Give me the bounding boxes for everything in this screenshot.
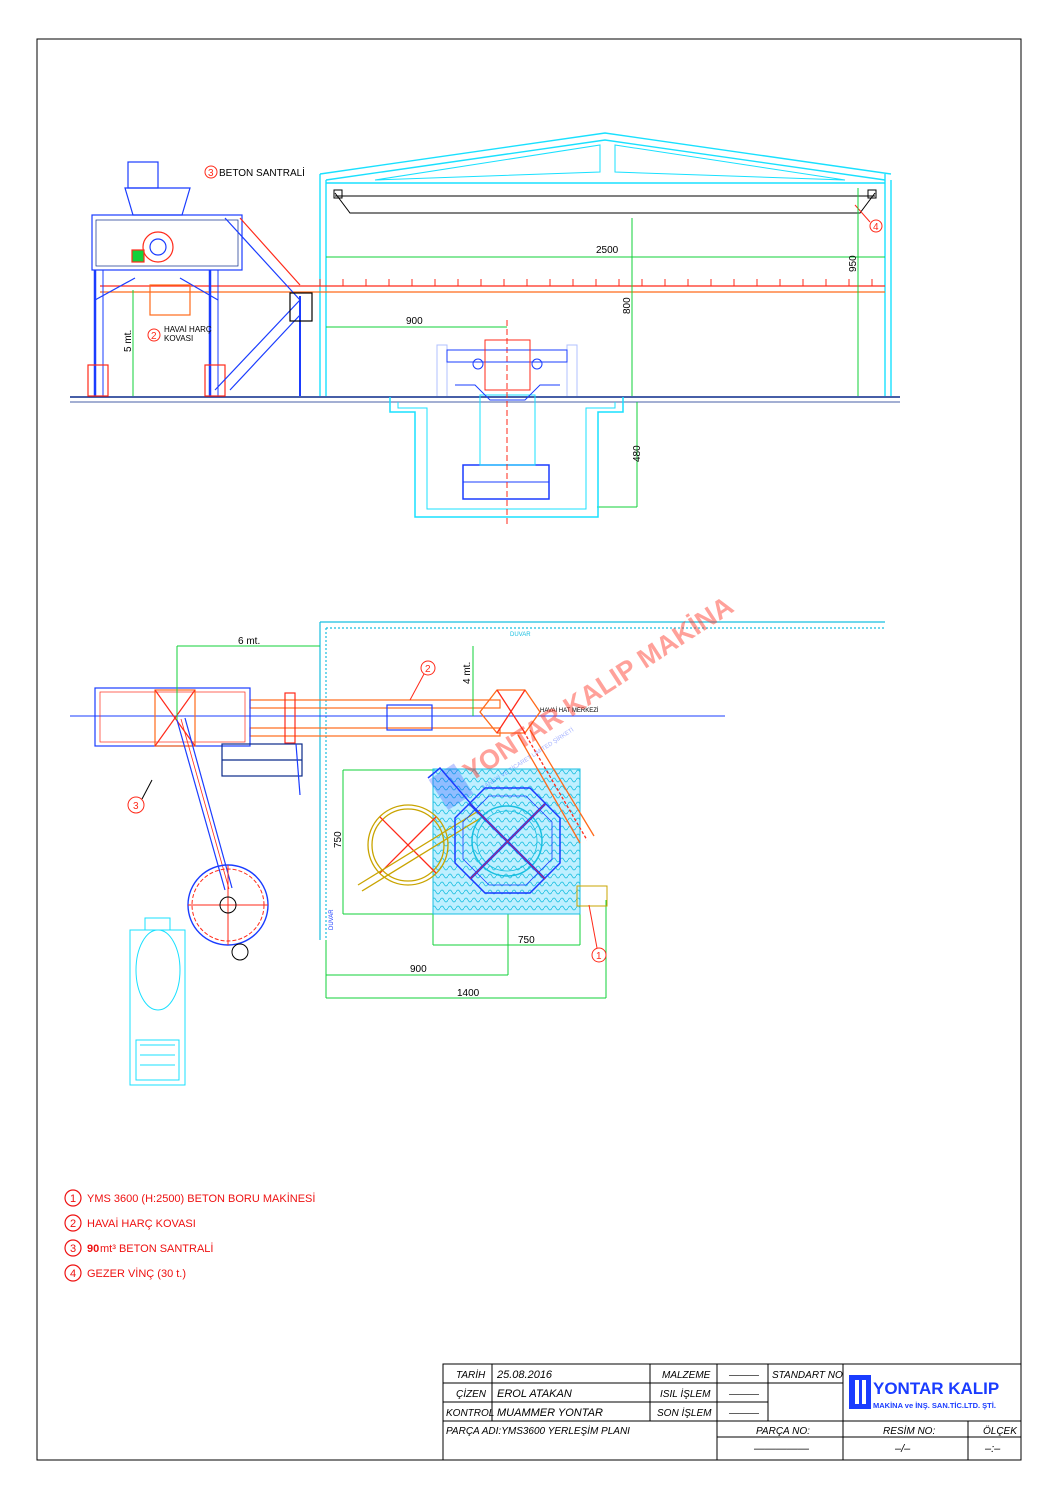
legend-item-3: 3 90 mt³ BETON SANTRALİ (64, 1239, 213, 1257)
legend-4-text: GEZER VİNÇ (30 t.) (87, 1267, 186, 1280)
plan-callout-2-circle (420, 660, 436, 676)
resim-no-value: –/– (894, 1443, 911, 1455)
son-islem-value: ——— (728, 1408, 760, 1419)
tarih-value: 25.08.2016 (496, 1369, 553, 1381)
plan-callout-3-number: 3 (133, 801, 139, 812)
plan-view: DUVAR DUVAR HAVAİ HAT MERKEZİ 3 (70, 590, 885, 1086)
legend-1-number: 1 (70, 1193, 76, 1205)
watermark: YONTAR KALIP MAKİNA SANAYİ VE TİCARET LI… (428, 590, 739, 811)
malzeme-value: ——— (728, 1370, 760, 1381)
parca-no-value: ————— (753, 1443, 810, 1455)
olcek-value: –:– (984, 1443, 1001, 1455)
legend-4-number: 4 (70, 1268, 76, 1280)
plan-callout-1-number: 1 (596, 951, 602, 962)
callout-2-circle (147, 328, 161, 342)
duvar-side-label: DUVAR (329, 909, 335, 930)
pipe-machine-plan (427, 766, 608, 907)
truck-mixer (129, 917, 186, 1086)
dim-950: 950 (848, 255, 859, 272)
havai-hat-label: HAVAİ HAT MERKEZİ (540, 707, 599, 714)
elevation-view: 5 mt. 3 BETON SANTRALİ 2 HAVAİ HARÇ KOVA… (70, 132, 900, 525)
tarih-label: TARİH (456, 1369, 486, 1381)
legend-item-4: 4 GEZER VİNÇ (30 t.) (64, 1264, 186, 1282)
dim-6mt: 6 mt. (238, 636, 260, 647)
watermark-logo-icon (428, 763, 474, 811)
callout-3-circle (204, 165, 218, 179)
elevation-dimensions (326, 188, 885, 508)
kontrol-value: MUAMMER YONTAR (497, 1407, 603, 1419)
plan-dimensions (176, 645, 607, 999)
havai-harc-label-1: HAVAİ HARÇ (164, 325, 212, 334)
plan-callout-2-number: 2 (425, 664, 431, 675)
callout-3-number: 3 (208, 168, 214, 179)
dim-2500: 2500 (596, 245, 619, 256)
parca-adi: PARÇA ADI:YMS3600 YERLEŞİM PLANI (446, 1425, 630, 1437)
overhead-rail-plan (249, 692, 501, 744)
dim-4mt: 4 mt. (462, 662, 473, 684)
duvar-top-label: DUVAR (510, 632, 531, 638)
callout-4-number: 4 (873, 222, 879, 233)
parca-no-label: PARÇA NO: (756, 1426, 810, 1437)
kontrol-label: KONTROL (446, 1408, 494, 1419)
legend-item-1: 1 YMS 3600 (H:2500) BETON BORU MAKİNESİ (64, 1189, 315, 1207)
yk-logo-icon (849, 1375, 871, 1409)
overhead-bucket-plan (479, 689, 595, 844)
logo-subtitle: MAKİNA ve İNŞ. SAN.TİC.LTD. ŞTİ. (873, 1401, 996, 1410)
dim-5mt: 5 mt. (123, 330, 134, 352)
olcek-label: ÖLÇEK (983, 1425, 1018, 1437)
son-islem-label: SON İŞLEM (657, 1407, 712, 1419)
hall-structure (319, 132, 892, 396)
dim-900-elev: 900 (406, 316, 423, 327)
dim-800: 800 (622, 297, 633, 314)
machine-pit (389, 320, 624, 525)
standart-no-label: STANDART NO (772, 1370, 843, 1381)
title-block (442, 1363, 1022, 1461)
legend-item-2: 2 HAVAİ HARÇ KOVASI (64, 1214, 196, 1232)
resim-no-label: RESİM NO: (883, 1425, 935, 1437)
callout-4-circle (869, 219, 883, 233)
isil-islem-value: ——— (728, 1389, 760, 1400)
batching-plant-plan (94, 687, 303, 796)
cizen-value: EROL ATAKAN (497, 1388, 572, 1400)
cizen-label: ÇİZEN (456, 1388, 487, 1400)
legend-3-number: 3 (70, 1243, 76, 1255)
plan-callout-1-circle (591, 947, 607, 963)
beton-santrali-label: BETON SANTRALİ (219, 166, 305, 179)
gantry-crane (333, 189, 877, 214)
legend-2-number: 2 (70, 1218, 76, 1230)
dim-900-plan: 900 (410, 964, 427, 975)
company-logo: YONTAR KALIP MAKİNA ve İNŞ. SAN.TİC.LTD.… (849, 1375, 999, 1410)
rotating-ring (357, 804, 485, 892)
plan-callout-3-circle (127, 796, 145, 814)
isil-islem-label: ISIL İŞLEM (660, 1388, 711, 1400)
legend-2-text: HAVAİ HARÇ KOVASI (87, 1217, 196, 1230)
legend-1-text: YMS 3600 (H:2500) BETON BORU MAKİNESİ (87, 1192, 315, 1205)
mixer-conveyor (176, 717, 269, 961)
havai-harc-label-2: KOVASI (164, 334, 193, 343)
dim-750-horizontal: 750 (518, 935, 535, 946)
watermark-text: YONTAR KALIP MAKİNA (458, 590, 739, 787)
batching-plant (87, 161, 313, 397)
callout-2-number: 2 (151, 331, 157, 342)
dim-1400: 1400 (457, 988, 480, 999)
plan-walls (319, 621, 885, 940)
malzeme-label: MALZEME (662, 1370, 711, 1381)
legend-3-text: mt³ BETON SANTRALİ (100, 1242, 213, 1255)
overhead-rail (100, 279, 885, 293)
dim-480: 480 (632, 445, 643, 462)
dim-750-vertical: 750 (333, 831, 344, 848)
legend-3-bold: 90 (87, 1243, 99, 1255)
legend: 1 YMS 3600 (H:2500) BETON BORU MAKİNESİ … (64, 1189, 315, 1282)
logo-name: YONTAR KALIP (873, 1379, 999, 1398)
